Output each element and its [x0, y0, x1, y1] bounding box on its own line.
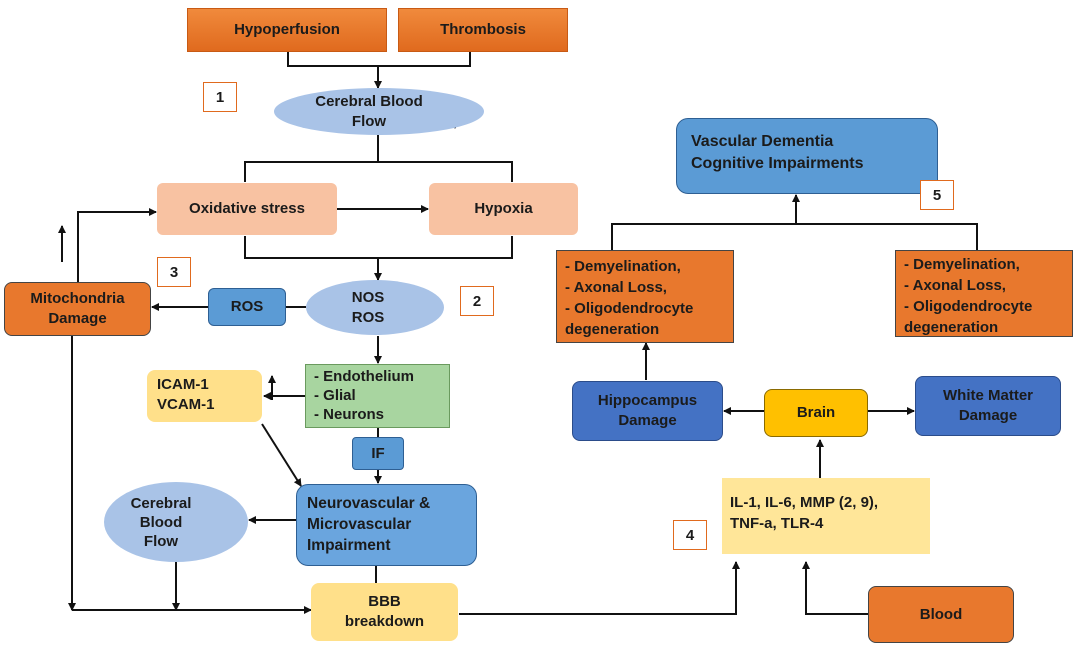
demyel-vd-connector — [611, 223, 978, 250]
icam-vcam-label: ICAM-1 VCAM-1 — [157, 376, 215, 413]
icam-vcam-node: ICAM-1 VCAM-1 — [147, 370, 262, 422]
step-1-badge: 1 — [203, 82, 237, 112]
step-3-badge: 3 — [157, 257, 191, 287]
hippocampus-damage-node: Hippocampus Damage — [572, 381, 723, 441]
brain-label: Brain — [796, 404, 836, 421]
step-5-badge: 5 — [920, 180, 954, 210]
cbf-split-connector — [244, 135, 513, 182]
bbb-breakdown-label: BBB breakdown — [344, 593, 425, 630]
hypoperfusion-label: Hypoperfusion — [234, 21, 340, 38]
cells-label: - Endothelium - Glial - Neurons — [314, 368, 414, 423]
blood-label: Blood — [919, 605, 963, 623]
step-2-label: 2 — [472, 292, 482, 310]
step-5-label: 5 — [932, 186, 942, 204]
nos-ros-label: NOS ROS — [351, 288, 385, 326]
ros-label: ROS — [230, 298, 264, 315]
white-matter-damage-label: White Matter Damage — [943, 387, 1033, 424]
nos-merge-connector — [244, 236, 513, 259]
brain-node: Brain — [764, 389, 868, 437]
demyelination-right-node: - Demyelination, - Axonal Loss, - Oligod… — [895, 250, 1073, 337]
hypoxia-node: Hypoxia — [429, 183, 578, 235]
mito-oxidative-loop — [77, 208, 157, 282]
cerebral-blood-flow-top-node: Cerebral Blood Flow — [274, 88, 484, 135]
step-4-label: 4 — [685, 526, 695, 544]
thrombosis-node: Thrombosis — [398, 8, 568, 52]
hypoperfusion-connector — [287, 52, 471, 67]
mitochondria-damage-node: Mitochondria Damage — [4, 282, 151, 336]
mitochondria-damage-label: Mitochondria Damage — [30, 290, 125, 327]
hypoxia-label: Hypoxia — [474, 200, 533, 217]
cells-node: - Endothelium - Glial - Neurons — [305, 364, 450, 428]
cerebral-blood-flow-bottom-label: Cerebral Blood Flow — [130, 494, 192, 550]
neurovascular-node: Neurovascular & Microvascular Impairment — [296, 484, 477, 566]
hippocampus-damage-label: Hippocampus Damage — [597, 392, 698, 429]
blood-cytokine-arrow — [802, 561, 868, 615]
nos-ros-node: NOS ROS — [306, 280, 444, 335]
cerebral-blood-flow-bottom-node: Cerebral Blood Flow — [104, 482, 248, 562]
ros-node: ROS — [208, 288, 286, 326]
demyelination-left-node: - Demyelination, - Axonal Loss, - Oligod… — [556, 250, 734, 343]
oxidative-stress-label: Oxidative stress — [189, 200, 305, 217]
demyelination-left-label: - Demyelination, - Axonal Loss, - Oligod… — [565, 258, 694, 338]
step-3-label: 3 — [169, 263, 179, 281]
cytokines-node: IL-1, IL-6, MMP (2, 9), TNF-a, TLR-4 — [722, 478, 930, 554]
blood-node: Blood — [868, 586, 1014, 643]
if-node: IF — [352, 437, 404, 470]
vascular-dementia-node: Vascular Dementia Cognitive Impairments — [676, 118, 938, 194]
bbb-breakdown-node: BBB breakdown — [311, 583, 458, 641]
step-2-badge: 2 — [460, 286, 494, 316]
oxidative-stress-node: Oxidative stress — [157, 183, 337, 235]
vascular-dementia-label: Vascular Dementia Cognitive Impairments — [691, 133, 864, 172]
bbb-cytokine-arrow — [459, 561, 740, 615]
thrombosis-label: Thrombosis — [440, 21, 526, 38]
cytokines-label: IL-1, IL-6, MMP (2, 9), TNF-a, TLR-4 — [730, 494, 879, 532]
hypoperfusion-node: Hypoperfusion — [187, 8, 387, 52]
icam-neuro-arrow — [261, 423, 302, 487]
cerebral-blood-flow-top-label: Cerebral Blood Flow — [315, 92, 423, 130]
step-4-badge: 4 — [673, 520, 707, 550]
demyelination-right-label: - Demyelination, - Axonal Loss, - Oligod… — [904, 256, 1033, 336]
white-matter-damage-node: White Matter Damage — [915, 376, 1061, 436]
if-label: IF — [371, 444, 385, 462]
neurovascular-label: Neurovascular & Microvascular Impairment — [307, 495, 431, 554]
step-1-label: 1 — [215, 88, 225, 106]
